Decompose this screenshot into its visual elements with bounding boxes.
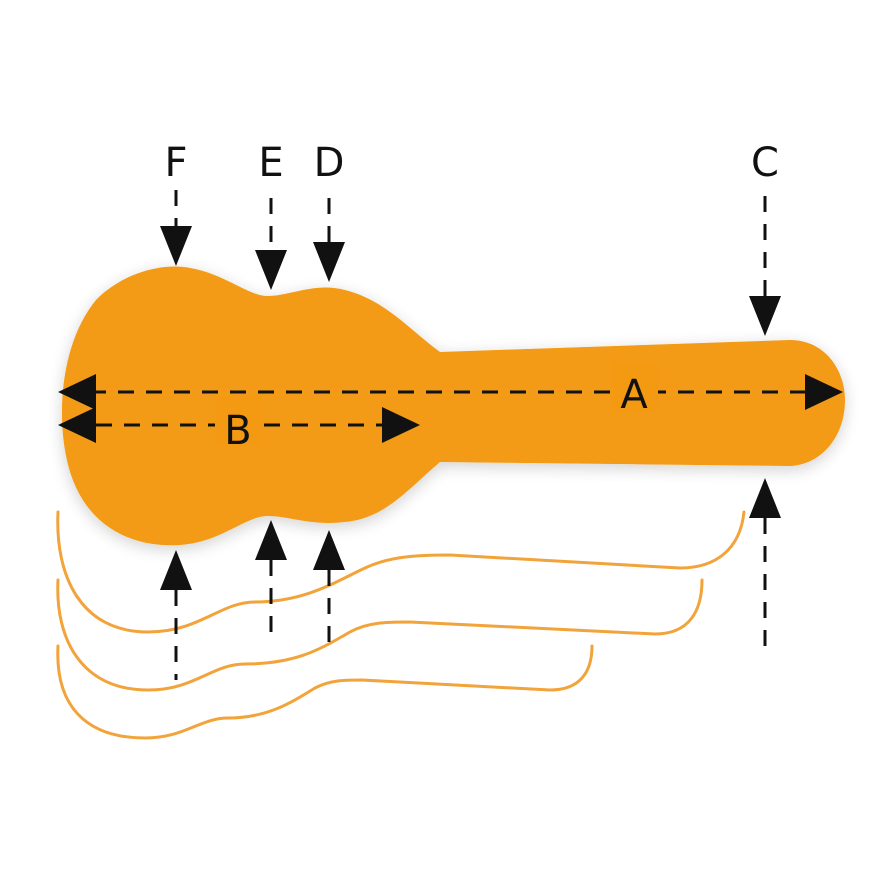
label-c: C [751, 140, 779, 186]
outline-curve [56, 578, 704, 692]
label-d: D [314, 140, 345, 186]
outline-curve [56, 644, 594, 740]
label-a: A [620, 372, 648, 418]
label-b: B [224, 408, 251, 454]
label-f: F [164, 140, 187, 186]
label-e: E [258, 140, 283, 186]
dimension-f: F [160, 140, 192, 680]
dimension-b: B [58, 396, 420, 454]
dimension-e: E [255, 140, 287, 640]
dimension-d: D [313, 140, 345, 652]
outline-curve [56, 510, 746, 634]
guitar-case-shape [61, 266, 845, 546]
dimension-a: A [58, 362, 843, 418]
dimension-c: C [749, 140, 781, 652]
